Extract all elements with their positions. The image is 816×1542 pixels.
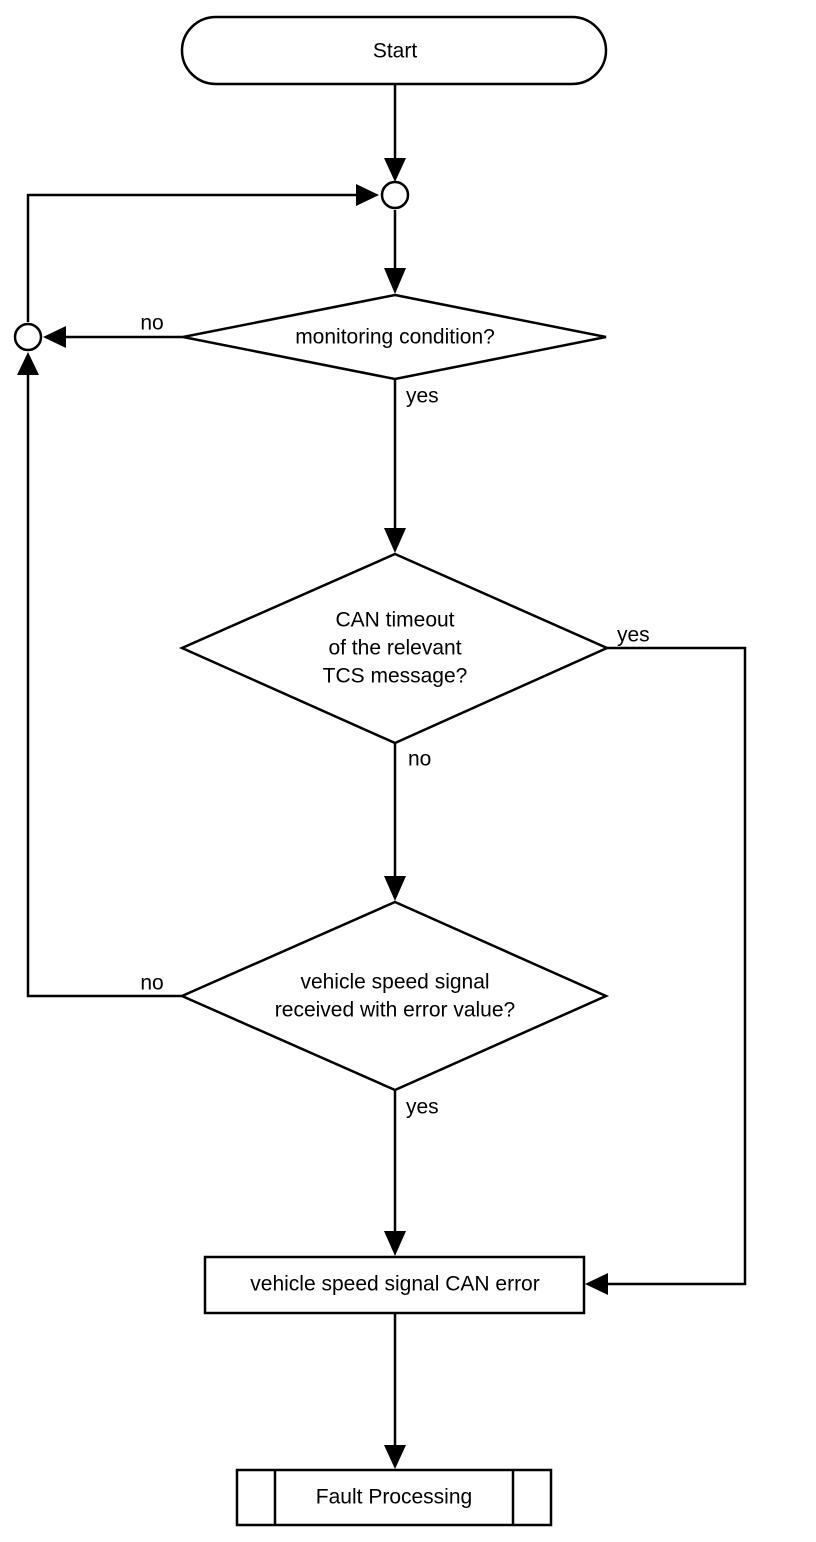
arrowhead [17,352,39,375]
arrowhead [356,184,379,206]
arrowhead [384,876,406,901]
arrowhead [384,528,406,553]
decision-diamond [178,900,610,1092]
junction-circle-top [380,180,410,210]
decision-label-line2: of the relevant [328,637,461,660]
arrowhead [384,268,406,294]
edge-labels: no yes yes no no yes [140,312,649,1119]
junction-circle-left [13,322,43,352]
decision-label: monitoring condition? [295,326,495,349]
can-timeout-decision: CAN timeout of the relevant TCS message? [178,552,611,745]
edge-label-timeout-yes: yes [617,624,650,647]
edge-label-timeout-no: no [408,748,431,771]
edge-label-speed-yes: yes [406,1096,439,1119]
edge-label-speed-no: no [140,972,163,995]
start-terminator [180,15,608,86]
arrowheads [17,158,608,1469]
decision-label-line1: vehicle speed signal [300,971,489,994]
decision-label-line1: CAN timeout [335,609,454,632]
edge-speed-no [26,374,182,998]
arrowhead [43,326,66,348]
connectors [26,84,747,1447]
fault-processing-subroutine: Fault Processing [235,1468,553,1527]
decision-label-line3: TCS message? [323,665,468,688]
edge-label-monitoring-yes: yes [406,385,439,408]
arrowhead [585,1273,608,1295]
decision-label-line2: received with error value? [275,999,515,1022]
process-label: vehicle speed signal CAN error [250,1273,539,1296]
subroutine-label: Fault Processing [316,1486,472,1509]
decision-diamond [178,552,611,745]
vehicle-speed-decision: vehicle speed signal received with error… [178,900,610,1092]
process-box [203,1255,586,1315]
edge-label-monitoring-no: no [140,312,163,335]
can-error-process: vehicle speed signal CAN error [203,1255,586,1315]
start-label: Start [373,40,418,63]
decision-diamond [182,293,607,381]
edge-loop-back [26,193,358,322]
arrowhead [384,1445,406,1469]
arrowhead [384,158,406,182]
monitoring-condition-decision: monitoring condition? [182,293,607,381]
start-node: Start [180,15,608,86]
arrowhead [384,1231,406,1256]
edge-timeout-yes [606,646,747,1286]
subroutine-box [235,1468,553,1527]
